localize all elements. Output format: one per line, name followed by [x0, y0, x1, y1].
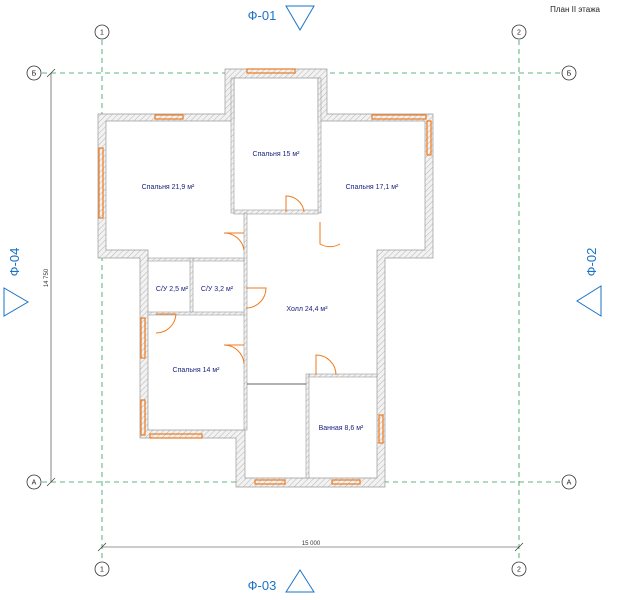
- svg-text:Ф-02: Ф-02: [584, 248, 599, 277]
- axis-marker-b-right: Б: [561, 65, 577, 81]
- dimension-horizontal: [97, 542, 524, 552]
- facade-marker-left: Ф-04: [3, 248, 29, 317]
- dimension-vertical: [46, 68, 56, 487]
- room-label-bath: Ванная 8,6 м²: [319, 425, 364, 432]
- windows: [98, 68, 432, 485]
- room-label-bedroom-2: Спальня 15 м²: [253, 151, 301, 158]
- svg-text:Б: Б: [567, 71, 572, 78]
- svg-text:А: А: [567, 480, 572, 487]
- page-title: План II этажа: [550, 5, 600, 14]
- doors: [155, 195, 341, 376]
- svg-text:А: А: [32, 480, 37, 487]
- svg-text:2: 2: [517, 567, 521, 574]
- axis-marker-2-top: 2: [511, 24, 527, 40]
- svg-text:1: 1: [100, 567, 104, 574]
- room-label-bedroom-1: Спальня 21,9 м²: [142, 184, 195, 191]
- room-label-bathroom-2: С/У 3,2 м²: [201, 286, 234, 293]
- room-label-bathroom-1: С/У 2,5 м²: [156, 286, 189, 293]
- axis-marker-1-bottom: 1: [94, 561, 110, 577]
- grid-lines: [42, 40, 562, 560]
- svg-text:Ф-01: Ф-01: [248, 8, 277, 23]
- axis-marker-a-left: А: [26, 474, 42, 490]
- interior-walls: [147, 77, 378, 479]
- axis-marker-a-right: А: [561, 474, 577, 490]
- dimension-width-label: 15 000: [302, 541, 321, 547]
- room-label-bedroom-4: Спальня 14 м²: [173, 367, 221, 374]
- svg-text:1: 1: [100, 30, 104, 37]
- facade-marker-bottom: Ф-03: [248, 569, 315, 593]
- axis-marker-1-top: 1: [94, 24, 110, 40]
- svg-text:2: 2: [517, 30, 521, 37]
- exterior-walls: [97, 68, 434, 488]
- axis-marker-2-bottom: 2: [511, 561, 527, 577]
- svg-text:Ф-03: Ф-03: [248, 578, 277, 593]
- axis-marker-b-left: Б: [26, 65, 42, 81]
- facade-marker-top: Ф-01: [248, 5, 315, 31]
- room-label-bedroom-3: Спальня 17,1 м²: [346, 184, 399, 191]
- facade-marker-right: Ф-02: [576, 248, 602, 317]
- svg-text:Б: Б: [32, 71, 37, 78]
- room-label-hall: Холл 24,4 м²: [286, 306, 328, 313]
- dimension-height-label: 14 750: [44, 268, 50, 287]
- svg-text:Ф-04: Ф-04: [7, 248, 22, 277]
